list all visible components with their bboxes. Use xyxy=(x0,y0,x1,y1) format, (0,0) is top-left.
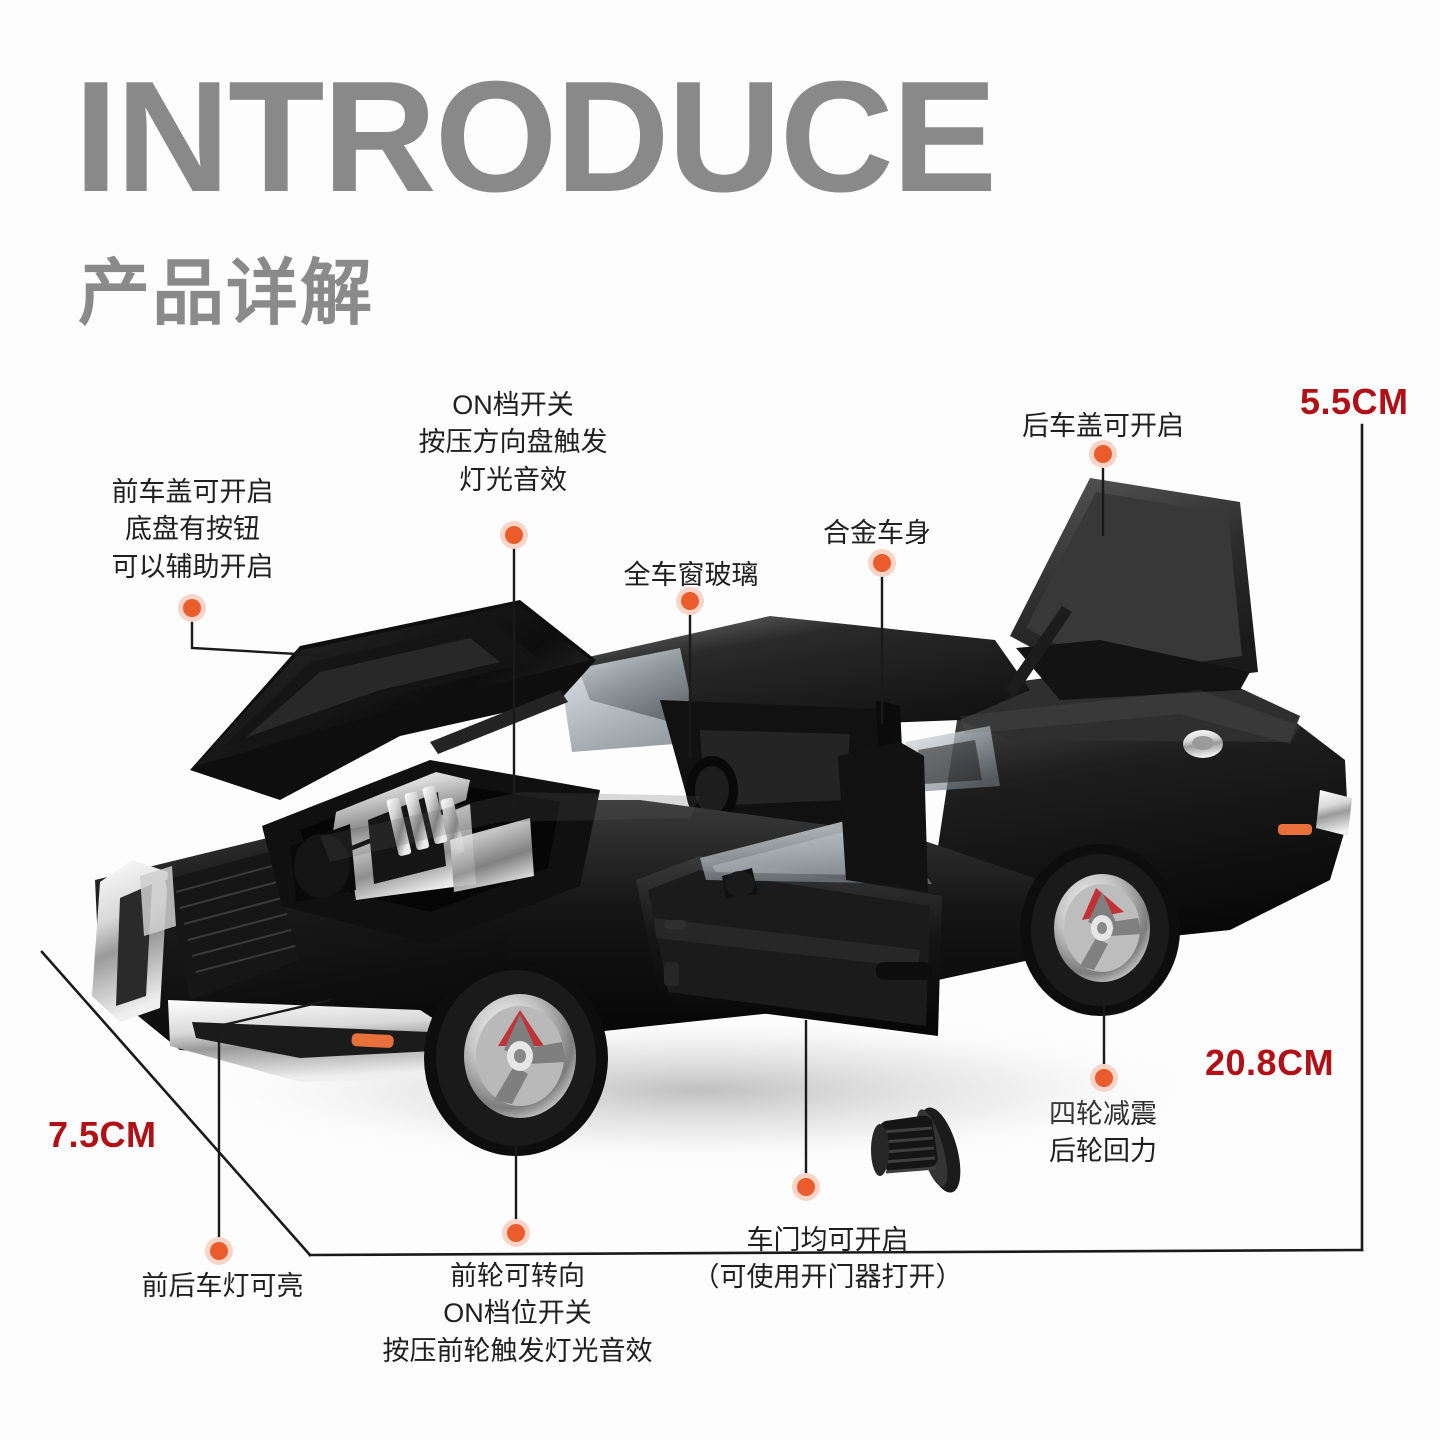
dimension-label-width: 7.5CM xyxy=(48,1114,157,1155)
dot-front-wheel-steer xyxy=(502,1219,530,1247)
car-door-handle-outer xyxy=(876,962,932,980)
dot-doors-open xyxy=(792,1173,820,1201)
car-steering-wheel-inner xyxy=(695,766,729,814)
callout-line: 合金车身 xyxy=(823,518,931,548)
callout-front-hood: 前车盖可开启 底盘有按钮 可以辅助开启 xyxy=(80,474,305,586)
car-windshield-glass xyxy=(560,648,700,752)
dot-on-gear-switch xyxy=(500,521,528,549)
callout-alloy-body: 合金车身 xyxy=(802,515,952,552)
car-engine-belt-wheel xyxy=(294,834,350,898)
car-rear-side-marker-light xyxy=(1278,824,1312,835)
car-fuel-cap-center xyxy=(1192,736,1214,750)
callout-line: 前车盖可开启 xyxy=(111,477,274,507)
callout-line: 后车盖可开启 xyxy=(1022,411,1184,441)
dot-four-wheel-suspension xyxy=(1090,1064,1118,1092)
callout-line: ON档位开关 xyxy=(443,1298,592,1329)
page-title-chinese: 产品详解 xyxy=(78,254,375,334)
car-rear-glass-tint xyxy=(918,740,982,784)
callout-doors-open: 车门均可开启 （可使用开门器打开） xyxy=(690,1222,965,1297)
car-side-mirror-housing xyxy=(725,871,755,897)
car-rear-highlight-sweep xyxy=(960,690,1300,744)
callout-line: 前后车灯可亮 xyxy=(141,1271,304,1301)
callout-leader-lines xyxy=(190,459,1106,1246)
callout-line: 前轮可转向 xyxy=(450,1261,585,1291)
car-door-pull xyxy=(664,962,679,986)
callout-rear-trunk: 后车盖可开启 xyxy=(998,408,1208,445)
callout-line: 底盘有按钮 xyxy=(125,514,260,545)
callout-line: （可使用开门器打开） xyxy=(692,1262,963,1293)
dot-lights-work xyxy=(205,1237,233,1265)
car-door-handle-inner xyxy=(664,920,686,929)
page-title-english: INTRODUCE xyxy=(74,49,997,225)
callout-on-gear-switch: ON档开关 按压方向盘触发 灯光音效 xyxy=(388,387,638,499)
callout-line: 按压前轮触发灯光音效 xyxy=(382,1335,653,1366)
callout-line: 全车窗玻璃 xyxy=(623,560,759,590)
car-body-highlight-sweep xyxy=(320,792,700,862)
car-rear-wheel xyxy=(1020,844,1180,1016)
callout-line: ON档开关 xyxy=(452,390,574,420)
car-grille-slats xyxy=(175,865,296,973)
dimension-label-length: 20.8CM xyxy=(1205,1042,1335,1083)
car-trunk-hinge-arm xyxy=(1004,606,1072,698)
callout-line: 可以辅助开启 xyxy=(111,551,274,582)
dot-front-hood xyxy=(178,594,206,622)
car-grille xyxy=(165,852,300,1000)
car-bumper-shadow xyxy=(192,1022,452,1058)
car-front-side-marker-light xyxy=(351,1033,394,1048)
car-engine-manifold xyxy=(450,818,534,892)
callout-front-wheel-steer: 前轮可转向 ON档位开关 按压前轮触发灯光音效 xyxy=(330,1258,705,1370)
car-hood-highlight xyxy=(245,638,500,738)
car-rear-bumper-chrome xyxy=(1316,790,1352,836)
callout-window-glass: 全车窗玻璃 xyxy=(598,557,784,594)
car-rear-door xyxy=(838,742,928,892)
dot-window-glass xyxy=(676,587,704,615)
car-headlight-front xyxy=(140,866,176,936)
dimension-label-height: 5.5CM xyxy=(1300,381,1409,422)
callout-lights-work: 前后车灯可亮 xyxy=(110,1268,335,1305)
dot-alloy-body xyxy=(868,549,896,577)
car-trunk-lid-edge xyxy=(1016,640,1250,700)
callout-line: 车门均可开启 xyxy=(746,1225,909,1255)
car-door-crease-line xyxy=(654,918,920,968)
callout-line: 灯光音效 xyxy=(459,464,567,495)
car-trunk-lid-face xyxy=(1026,492,1242,674)
accessory-door-opener-tool xyxy=(871,1107,961,1193)
callout-line: 按压方向盘触发 xyxy=(418,427,608,458)
dot-rear-trunk xyxy=(1089,440,1117,468)
dimension-box xyxy=(40,423,1364,1257)
car-hood-strut xyxy=(430,690,568,754)
car-front-wheel xyxy=(424,960,608,1156)
